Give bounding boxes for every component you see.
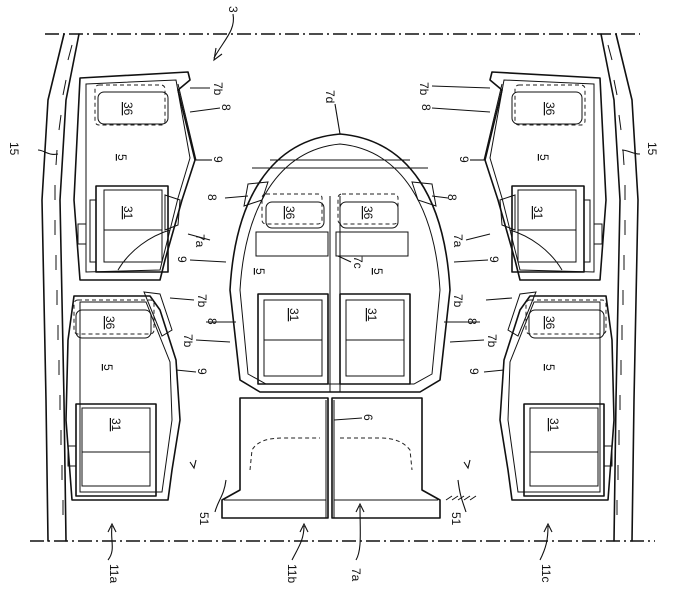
label-8-mid-right: 8 [465, 318, 479, 325]
label-9-center-left: 9 [175, 256, 189, 263]
label-9-top-right: 9 [457, 156, 471, 163]
label-5-center-1: 5 [253, 268, 267, 275]
label-36-center-left: 36 [283, 206, 297, 220]
label-8-top-right: 8 [419, 104, 433, 111]
label-11b: 11b [285, 564, 299, 583]
label-5-top-left: 5 [115, 154, 129, 161]
label-7c: 7c [351, 256, 365, 269]
label-9-top-left: 9 [211, 156, 225, 163]
label-31-center-left: 31 [287, 308, 301, 322]
component-labels: 36 36 36 36 36 36 5 5 5 5 5 5 31 31 31 3… [101, 102, 561, 432]
label-9-center-right: 9 [487, 256, 501, 263]
label-31-center-right: 31 [365, 308, 379, 322]
label-9-low-left: 9 [195, 368, 209, 375]
label-7a-bottom: 7a [349, 568, 363, 582]
label-7a-right: 7a [451, 234, 465, 248]
label-8-center-left: 8 [205, 194, 219, 201]
label-7b-mid-left: 7b [195, 294, 209, 308]
label-5-mid-right: 5 [543, 364, 557, 371]
label-3: 3 [226, 6, 240, 13]
label-31-top-right: 31 [531, 206, 545, 220]
label-6: 6 [361, 414, 375, 421]
label-36-top-left: 36 [121, 102, 135, 116]
label-11a: 11a [107, 564, 121, 583]
label-51-right: 51 [449, 512, 463, 526]
label-51-left: 51 [197, 512, 211, 526]
suite-upper-left [73, 71, 206, 281]
label-31-low-left: 31 [109, 418, 123, 432]
label-31-top-left: 31 [121, 206, 135, 220]
label-7b-mid-right: 7b [451, 294, 465, 308]
leader-lines [37, 13, 641, 561]
label-36-mid-right: 36 [543, 316, 557, 330]
label-7d: 7d [323, 90, 337, 103]
label-5-mid-left: 5 [101, 364, 115, 371]
label-36-mid-left: 36 [103, 316, 117, 330]
label-7b-top-left: 7b [211, 82, 225, 96]
label-7b-low-right: 7b [485, 334, 499, 348]
reference-labels: 3 15 15 7d 7b 8 7b 8 9 9 8 8 7a 7a 9 9 7… [7, 6, 659, 583]
label-8-top-left: 8 [219, 104, 233, 111]
label-5-top-right: 5 [537, 154, 551, 161]
suite-lower-left [65, 291, 181, 501]
suite-lower-right [499, 291, 615, 501]
label-36-center-right: 36 [361, 206, 375, 220]
label-8-center-right: 8 [445, 194, 459, 201]
label-7b-low-left: 7b [181, 334, 195, 348]
lower-enclosure [221, 397, 441, 519]
label-7a-left: 7a [193, 234, 207, 248]
label-31-low-right: 31 [547, 418, 561, 432]
left-fuselage-wall [41, 33, 80, 542]
suite-upper-right [474, 71, 607, 281]
label-9-low-right: 9 [467, 368, 481, 375]
label-15-left: 15 [7, 142, 21, 156]
suite-center [229, 133, 451, 393]
label-36-top-right: 36 [543, 102, 557, 116]
label-5-center-2: 5 [371, 268, 385, 275]
right-fuselage-wall [600, 33, 639, 542]
label-15-right: 15 [645, 142, 659, 156]
label-7b-top-right: 7b [417, 82, 431, 96]
label-8-mid-left: 8 [205, 318, 219, 325]
label-11c: 11c [539, 564, 553, 582]
